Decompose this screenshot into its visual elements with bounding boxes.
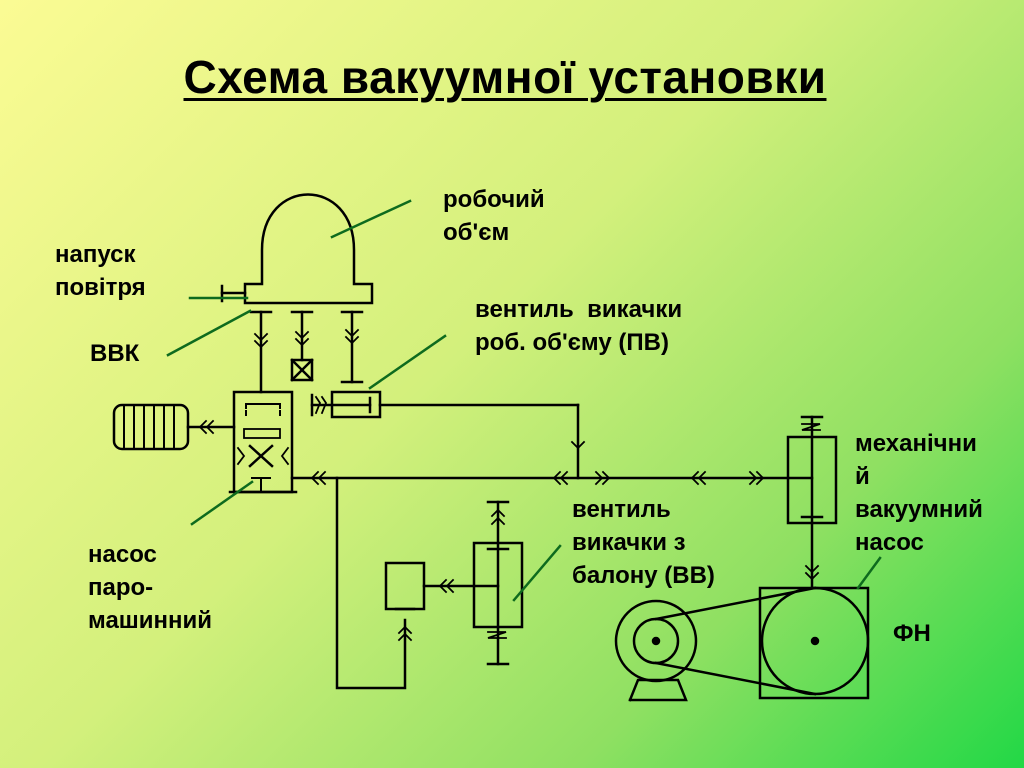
leader-mech-pump	[856, 556, 882, 590]
leader-steam-pump	[190, 480, 254, 526]
leader-working-volume	[330, 199, 412, 239]
leader-vvk	[166, 309, 252, 357]
label-fn: ФН	[893, 620, 931, 647]
label-steam-pump: насос паро- машинний	[88, 541, 213, 634]
vacuum-gauge	[290, 358, 314, 382]
pv-valve	[310, 390, 586, 480]
steam-pump	[228, 390, 298, 494]
leader-lines	[166, 199, 882, 602]
label-vvk: ВВК	[90, 340, 140, 367]
forevacuum-line	[290, 470, 814, 690]
mechanical-pump	[786, 415, 838, 590]
working-volume-bell	[243, 193, 374, 305]
label-working-volume: робочий об'єм	[443, 186, 545, 246]
label-air-inlet: напуск повітря	[55, 241, 146, 301]
label-mech-pump: механічни й вакуумний насос	[855, 430, 983, 556]
leader-pv-valve	[368, 334, 447, 390]
slide-title: Схема вакуумної установки	[183, 51, 827, 103]
forepump-fn	[758, 586, 870, 700]
balloon-tank	[384, 561, 500, 611]
drive-motor	[614, 586, 817, 702]
label-pv-valve: вентиль викачки роб. об'єму (ПВ)	[475, 296, 683, 356]
leader-vv-valve	[512, 544, 562, 602]
vv-valve	[472, 500, 524, 666]
label-vv-valve: вентиль викачки з балону (ВВ)	[572, 496, 715, 589]
bell-outlet-pipes	[249, 310, 364, 394]
heater-motor	[112, 403, 236, 451]
